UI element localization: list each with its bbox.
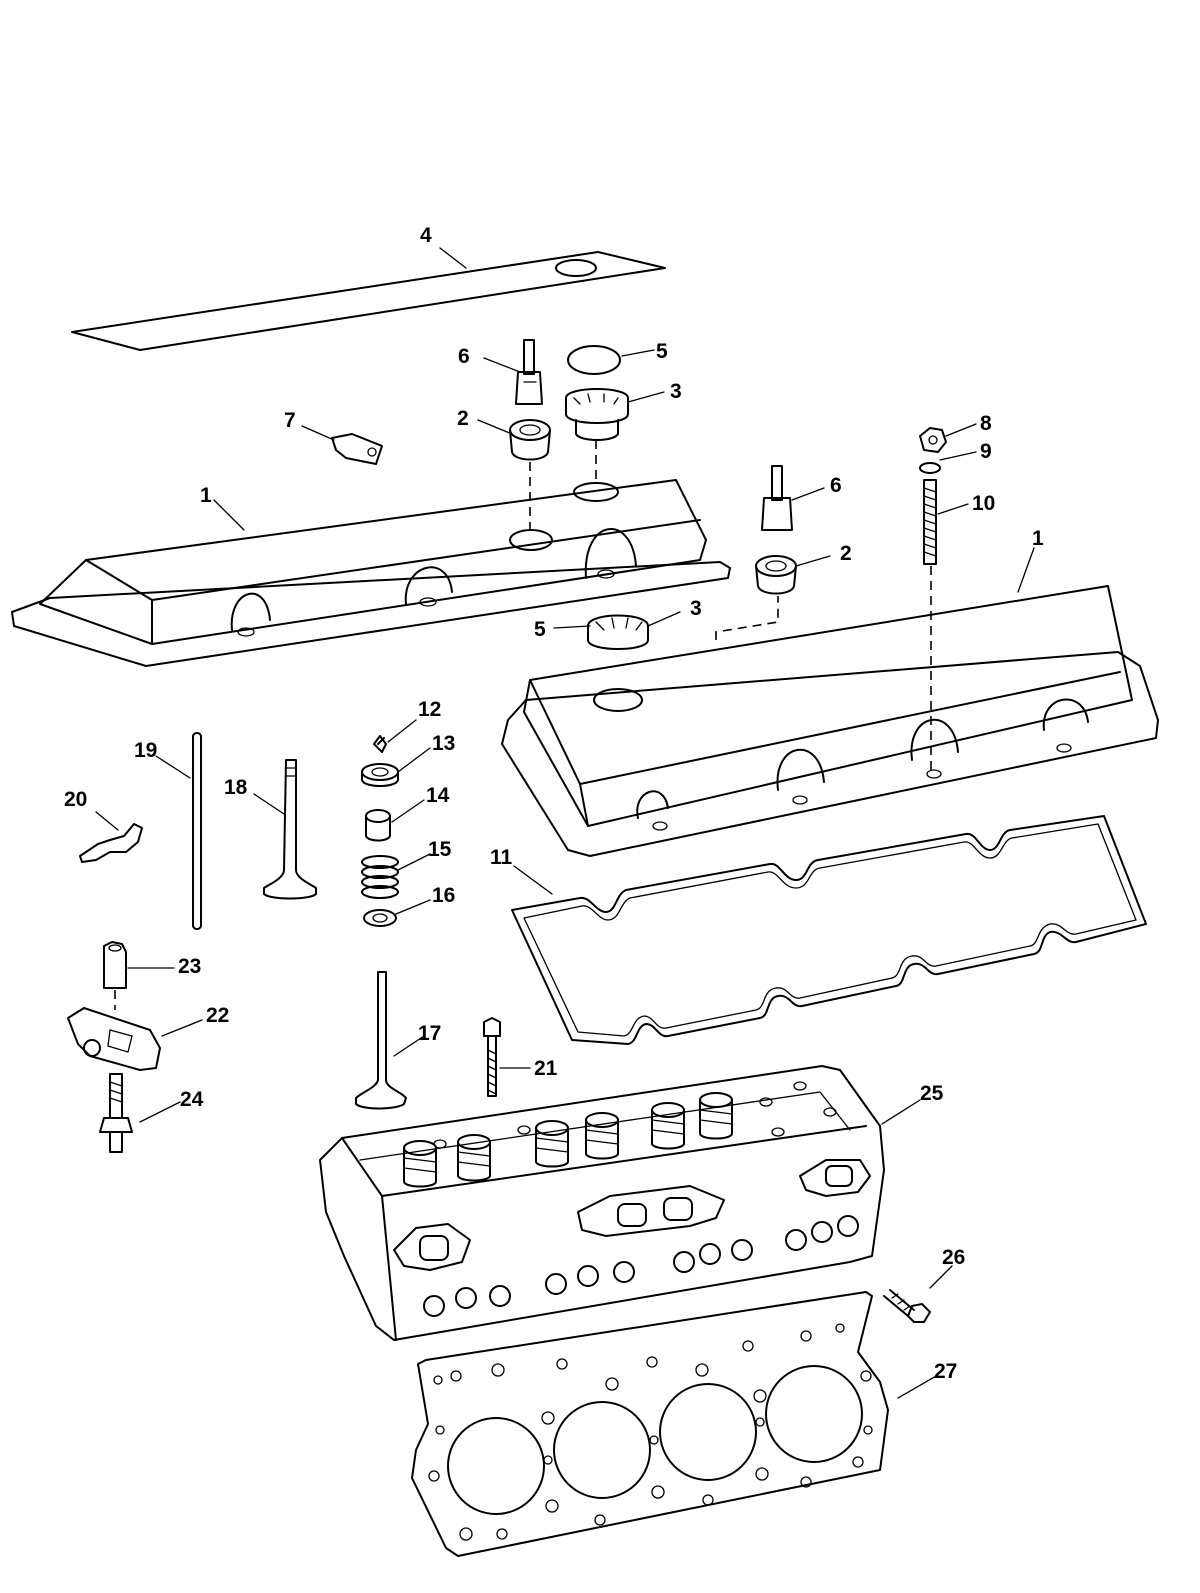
part-27-head-gasket bbox=[411, 1291, 889, 1557]
part-13-spring-retainer bbox=[361, 763, 399, 787]
part-3-oil-cap-top bbox=[565, 388, 629, 441]
callout-24: 24 bbox=[180, 1088, 204, 1111]
callout-6-right: 6 bbox=[830, 474, 842, 497]
leader-lines bbox=[95, 247, 1035, 1399]
part-1-valve-cover-right bbox=[501, 585, 1159, 857]
callout-11: 11 bbox=[490, 846, 513, 869]
callout-2-right: 2 bbox=[840, 542, 852, 565]
part-10-stud bbox=[923, 479, 937, 565]
callout-17: 17 bbox=[418, 1022, 441, 1045]
part-14-valve-seal bbox=[365, 809, 391, 842]
callout-16: 16 bbox=[432, 884, 455, 907]
callout-3-right: 3 bbox=[690, 597, 702, 620]
callout-5-top: 5 bbox=[656, 340, 668, 363]
part-2-grommet-right bbox=[755, 555, 797, 595]
part-4-baffle bbox=[71, 251, 666, 351]
part-23-pivot bbox=[103, 941, 127, 989]
callout-22: 22 bbox=[206, 1004, 229, 1027]
callout-3-top: 3 bbox=[670, 380, 682, 403]
callout-13: 13 bbox=[432, 732, 455, 755]
part-17-valve bbox=[355, 971, 407, 1110]
part-12-valve-keepers bbox=[373, 735, 387, 753]
callout-23: 23 bbox=[178, 955, 201, 978]
callout-5-right: 5 bbox=[534, 618, 546, 641]
callout-14: 14 bbox=[426, 784, 450, 807]
callout-labels: 4 5 6 3 7 2 8 9 1 6 10 1 2 3 5 12 13 19 … bbox=[64, 224, 1044, 1383]
callout-8: 8 bbox=[980, 412, 992, 435]
callout-1-left: 1 bbox=[200, 484, 212, 507]
part-9-washer bbox=[919, 462, 941, 474]
callout-15: 15 bbox=[428, 838, 452, 861]
part-25-cylinder-head bbox=[319, 1065, 885, 1341]
part-26-bolt bbox=[883, 1289, 931, 1323]
callout-20: 20 bbox=[64, 788, 87, 811]
part-5-seal-top bbox=[567, 345, 621, 375]
part-16-spring-shim bbox=[363, 909, 397, 927]
callout-9: 9 bbox=[980, 440, 992, 463]
part-1-valve-cover-left bbox=[11, 479, 731, 667]
callout-27: 27 bbox=[934, 1360, 957, 1383]
part-24-rocker-stud bbox=[99, 1073, 133, 1153]
callout-2-top: 2 bbox=[457, 407, 469, 430]
callout-18: 18 bbox=[224, 776, 248, 799]
callout-26: 26 bbox=[942, 1246, 965, 1269]
part-7-clip bbox=[331, 433, 383, 465]
callout-25: 25 bbox=[920, 1082, 944, 1105]
head-bolt-bosses bbox=[423, 1215, 859, 1317]
part-20-guide-plate bbox=[79, 823, 143, 863]
part-6-pcv-valve-left bbox=[515, 339, 543, 405]
callout-21: 21 bbox=[534, 1057, 558, 1080]
head-top-holes bbox=[433, 1081, 837, 1149]
part-22-rocker-arm bbox=[67, 1007, 161, 1071]
callout-7: 7 bbox=[284, 409, 296, 432]
gasket-holes bbox=[428, 1323, 873, 1541]
callout-1-right: 1 bbox=[1032, 527, 1044, 550]
callout-4: 4 bbox=[420, 224, 432, 247]
part-15-valve-spring bbox=[361, 855, 399, 899]
callout-10: 10 bbox=[972, 492, 995, 515]
callout-12: 12 bbox=[418, 698, 441, 721]
callout-6-left: 6 bbox=[458, 345, 470, 368]
part-8-nut bbox=[919, 427, 947, 453]
part-21-head-bolt bbox=[483, 1017, 501, 1097]
part-3-oil-cap-right bbox=[587, 614, 649, 650]
part-18-valve bbox=[263, 759, 317, 900]
part-2-grommet-top bbox=[509, 419, 551, 461]
head-valve-springs bbox=[403, 1092, 733, 1188]
callout-19: 19 bbox=[134, 739, 157, 762]
part-19-pushrod bbox=[192, 732, 202, 930]
part-6-pcv-valve-right bbox=[761, 465, 793, 531]
part-11-gasket bbox=[511, 815, 1147, 1045]
